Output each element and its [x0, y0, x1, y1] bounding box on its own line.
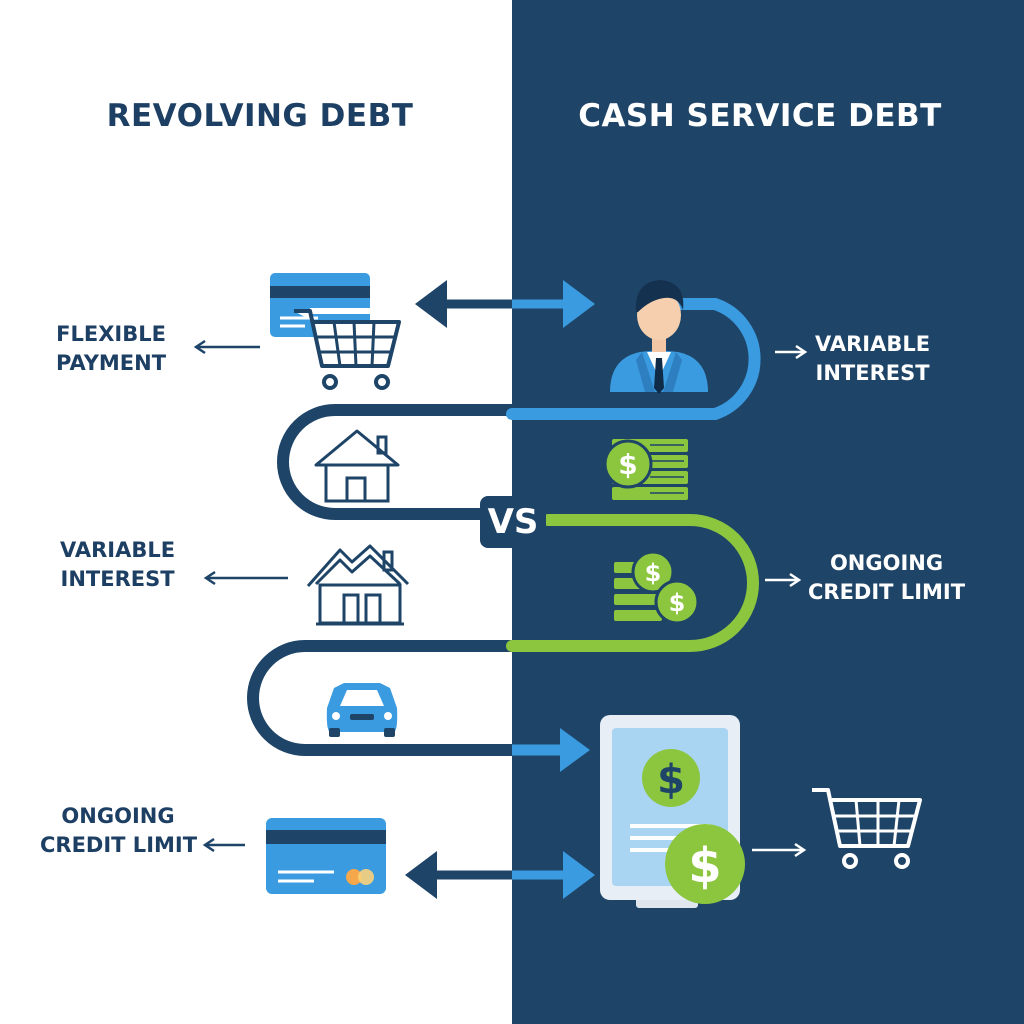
businessman-icon [610, 280, 708, 394]
label-line: INTEREST [60, 567, 175, 591]
label-arrow-variable-interest-right [775, 344, 808, 360]
label-ongoing-credit-limit-left: ONGOING CREDIT LIMIT [40, 802, 198, 860]
coins-icon: $ $ [614, 550, 700, 625]
vs-badge: VS [480, 496, 546, 548]
flow-path-green [506, 514, 759, 652]
shopping-cart-icon [294, 308, 401, 390]
label-line: PAYMENT [56, 351, 167, 375]
double-arrow-top [415, 280, 595, 328]
shopping-cart-icon [812, 788, 922, 869]
house-icon [306, 544, 410, 626]
svg-text:$: $ [645, 559, 662, 587]
label-arrow-credit-limit-right [765, 572, 802, 588]
flow-path-blue [506, 298, 761, 420]
label-line: CREDIT LIMIT [40, 833, 198, 857]
label-line: VARIABLE [60, 538, 176, 562]
right-panel [512, 0, 1024, 1024]
label-line: FLEXIBLE [56, 322, 166, 346]
label-line: ONGOING [61, 804, 175, 828]
svg-text:$: $ [657, 757, 685, 803]
label-ongoing-credit-limit-right: ONGOING CREDIT LIMIT [808, 549, 965, 607]
car-icon [326, 683, 398, 737]
label-line: ONGOING [829, 551, 944, 575]
label-arrow-variable-interest-left [203, 570, 288, 586]
label-variable-interest-left: VARIABLE INTEREST [60, 536, 175, 594]
arrow-to-tablet [512, 728, 590, 772]
credit-card-icon [266, 818, 386, 894]
label-arrow-flexible-payment [193, 339, 260, 355]
flow-path-navy-2 [247, 640, 566, 756]
tablet-payment-icon: $ $ [600, 715, 745, 908]
label-line: INTEREST [815, 361, 930, 385]
svg-text:$: $ [669, 589, 686, 617]
title-revolving-debt: REVOLVING DEBT [106, 98, 414, 134]
label-arrow-credit-limit-left [202, 837, 245, 853]
label-variable-interest-right: VARIABLE INTEREST [815, 330, 930, 388]
house-icon [314, 429, 400, 503]
svg-text:$: $ [688, 838, 721, 894]
title-cash-service-debt: CASH SERVICE DEBT [578, 98, 942, 134]
flow-path-navy-1 [277, 404, 518, 520]
cash-stack-icon: $ [603, 439, 688, 500]
svg-text:$: $ [618, 448, 637, 481]
double-arrow-bottom [405, 851, 595, 899]
label-arrow-to-cart [752, 842, 807, 858]
label-line: VARIABLE [815, 332, 931, 356]
label-line: CREDIT LIMIT [808, 580, 966, 604]
label-flexible-payment: FLEXIBLE PAYMENT [56, 320, 166, 378]
